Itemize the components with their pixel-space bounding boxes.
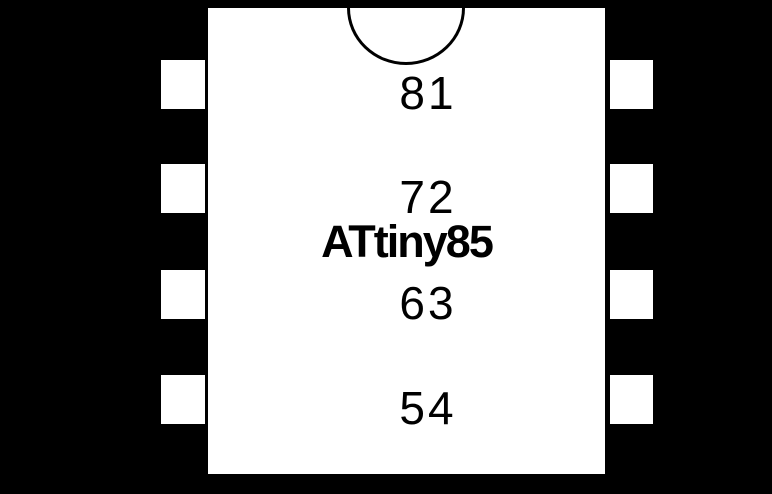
pin-7-lead bbox=[610, 164, 653, 213]
pin-number-3: 3 bbox=[428, 276, 454, 329]
pin-number-8: 8 bbox=[399, 66, 425, 119]
chip-label: ATtiny85 bbox=[321, 216, 494, 267]
pin-3-lead bbox=[161, 270, 205, 319]
pin1-orientation-notch-icon bbox=[347, 8, 465, 65]
pin-number-7: 7 bbox=[399, 170, 425, 223]
pin-number-2: 2 bbox=[428, 170, 454, 223]
chip-body: ATtiny85 1 2 3 4 8 7 6 5 bbox=[208, 8, 605, 474]
pin-5-lead bbox=[610, 375, 653, 424]
pin-number-4: 4 bbox=[428, 381, 454, 434]
pin-1-lead bbox=[161, 60, 205, 109]
pin-number-1: 1 bbox=[428, 66, 454, 119]
pin-8-lead bbox=[610, 60, 653, 109]
pin-6-lead bbox=[610, 270, 653, 319]
pin-number-5: 5 bbox=[399, 381, 425, 434]
pin-4-lead bbox=[161, 375, 205, 424]
pin-2-lead bbox=[161, 164, 205, 213]
pin-number-6: 6 bbox=[399, 276, 425, 329]
